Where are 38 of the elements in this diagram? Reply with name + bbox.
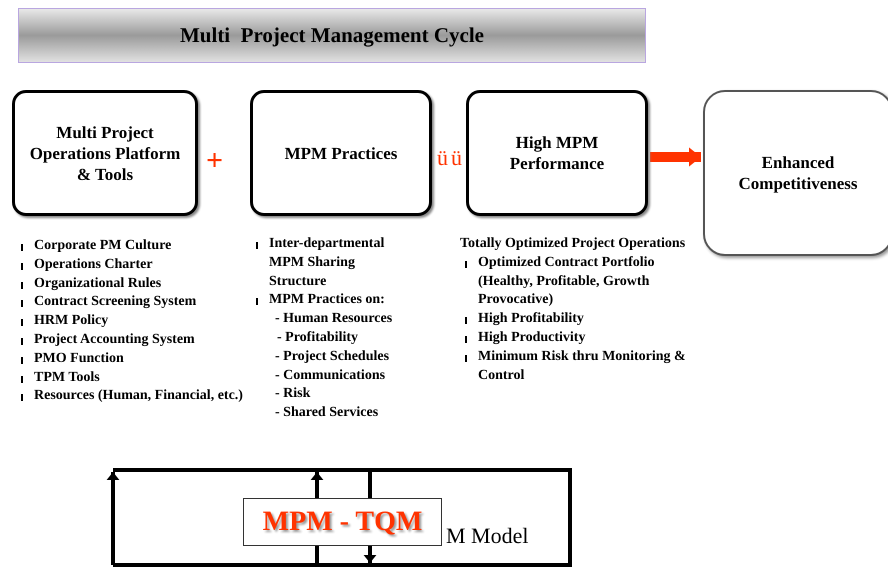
- process-box: [466, 90, 648, 216]
- list-item: HRM Policy: [20, 312, 255, 331]
- node-label: MPM - TQM: [262, 506, 424, 538]
- list-item: Operations Charter: [20, 256, 255, 275]
- list-item: High Profitability: [464, 310, 695, 329]
- list-item: Organizational Rules: [20, 274, 255, 294]
- symbol-glyph: ü: [437, 145, 448, 171]
- list-item: - Communications: [274, 366, 386, 385]
- title-banner: Multi Project Management Cycle: [18, 8, 646, 63]
- list-item: - Human Resources: [274, 310, 394, 328]
- node-label: MPM Practices: [284, 142, 398, 164]
- node-label: Enhanced Competitiveness: [738, 152, 858, 194]
- arrow: [650, 147, 701, 167]
- list-item: Totally Optimized Project Operations: [459, 235, 686, 253]
- list-item: Corporate PM Culture: [20, 237, 255, 256]
- list-item: Inter-departmental MPM Sharing Structure: [255, 235, 415, 292]
- symbol-glyph: ü: [451, 145, 462, 171]
- list-item: TPM Tools: [20, 368, 255, 388]
- list-item: High Productivity: [464, 328, 695, 348]
- list-item: Optimized Contract Portfolio (Healthy, Profitable, Growth Provocative): [464, 254, 695, 310]
- model-box: [243, 498, 442, 546]
- list-item: MPM Practices on:: [255, 291, 415, 310]
- list-item: Minimum Risk thru Monitoring & Control: [464, 348, 695, 386]
- list-item: - Shared Services: [274, 404, 380, 422]
- list-item: Resources (Human, Financial, etc.): [20, 387, 255, 406]
- list-item: - Profitability: [276, 328, 360, 347]
- process-box: [703, 90, 888, 256]
- list-item: Contract Screening System: [20, 293, 255, 312]
- node-label: High MPM Performance: [508, 132, 606, 174]
- plus-sign: +: [206, 144, 224, 178]
- process-box: [12, 90, 198, 216]
- list-item: PMO Function: [20, 350, 255, 369]
- list-item: - Project Schedules: [274, 348, 390, 366]
- list-item: Project Accounting System: [20, 330, 255, 350]
- caption-fragment: M Model: [446, 523, 528, 549]
- list-item: - Risk: [274, 385, 312, 404]
- node-label: Multi Project Operations Platform & Tools: [28, 122, 182, 184]
- process-box: [250, 90, 432, 216]
